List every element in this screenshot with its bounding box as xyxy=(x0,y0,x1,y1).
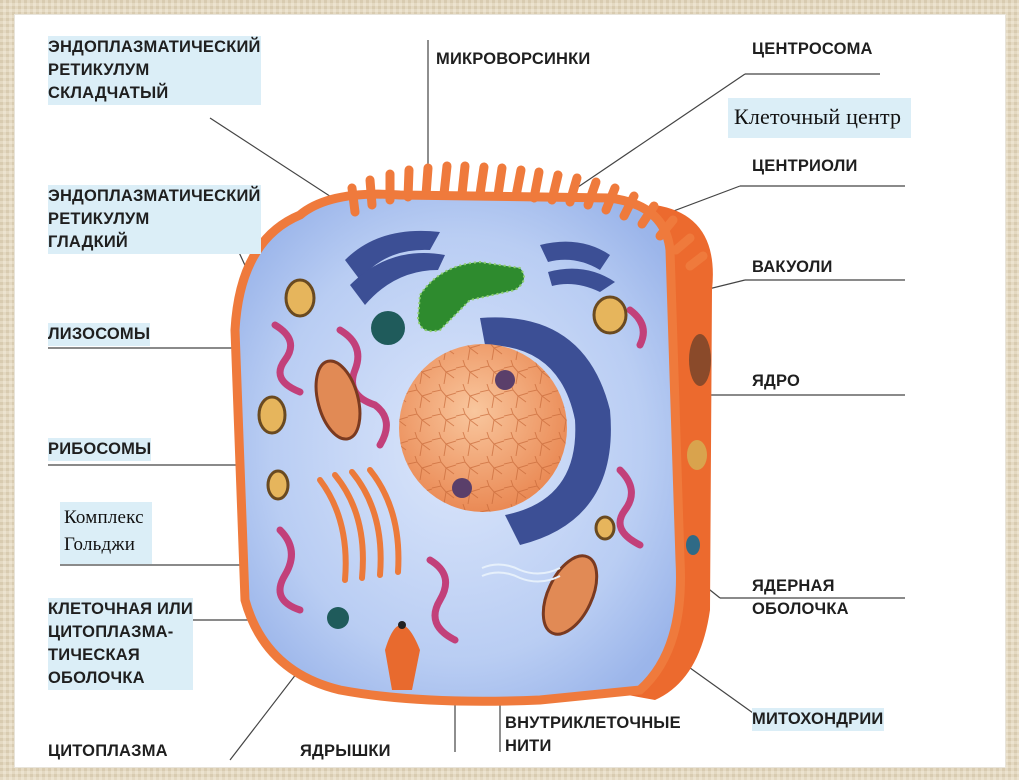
side-vacuole-3 xyxy=(686,535,700,555)
nucleolus-2 xyxy=(452,478,472,498)
label-lysosomes: ЛИЗОСОМЫ xyxy=(48,323,150,346)
label-mitochondria: МИТОХОНДРИИ xyxy=(752,708,884,731)
label-filaments: ВНУТРИКЛЕТОЧНЫЕ НИТИ xyxy=(505,712,681,758)
side-vacuole-2 xyxy=(687,440,707,470)
label-cytoplasm: ЦИТОПЛАЗМА xyxy=(48,740,168,763)
lysosome-dark xyxy=(371,311,405,345)
lysosome-dark-2 xyxy=(327,607,349,629)
label-nuclear-envelope: ЯДЕРНАЯ ОБОЛОЧКА xyxy=(752,575,849,621)
label-nucleoli: ЯДРЫШКИ xyxy=(300,740,391,763)
label-cell-center: Клеточный центр xyxy=(728,98,911,138)
label-ribosomes: РИБОСОМЫ xyxy=(48,438,151,461)
label-vacuoles: ВАКУОЛИ xyxy=(752,256,833,279)
pore-center xyxy=(398,621,406,629)
side-vacuole-1 xyxy=(689,334,711,386)
label-microvilli: МИКРОВОРСИНКИ xyxy=(436,48,590,71)
label-nucleus: ЯДРО xyxy=(752,370,800,393)
label-golgi: Комплекс Гольджи xyxy=(60,502,152,564)
nucleus-texture xyxy=(399,344,567,512)
label-er-smooth: ЭНДОПЛАЗМАТИЧЕСКИЙ РЕТИКУЛУМ ГЛАДКИЙ xyxy=(48,185,261,254)
label-centrioles: ЦЕНТРИОЛИ xyxy=(752,155,858,178)
label-cell-membrane: КЛЕТОЧНАЯ ИЛИ ЦИТОПЛАЗМА- ТИЧЕСКАЯ ОБОЛО… xyxy=(48,598,193,690)
label-centrosome: ЦЕНТРОСОМА xyxy=(752,38,873,61)
nucleolus-1 xyxy=(495,370,515,390)
label-er-rough: ЭНДОПЛАЗМАТИЧЕСКИЙ РЕТИКУЛУМ СКЛАДЧАТЫЙ xyxy=(48,36,261,105)
